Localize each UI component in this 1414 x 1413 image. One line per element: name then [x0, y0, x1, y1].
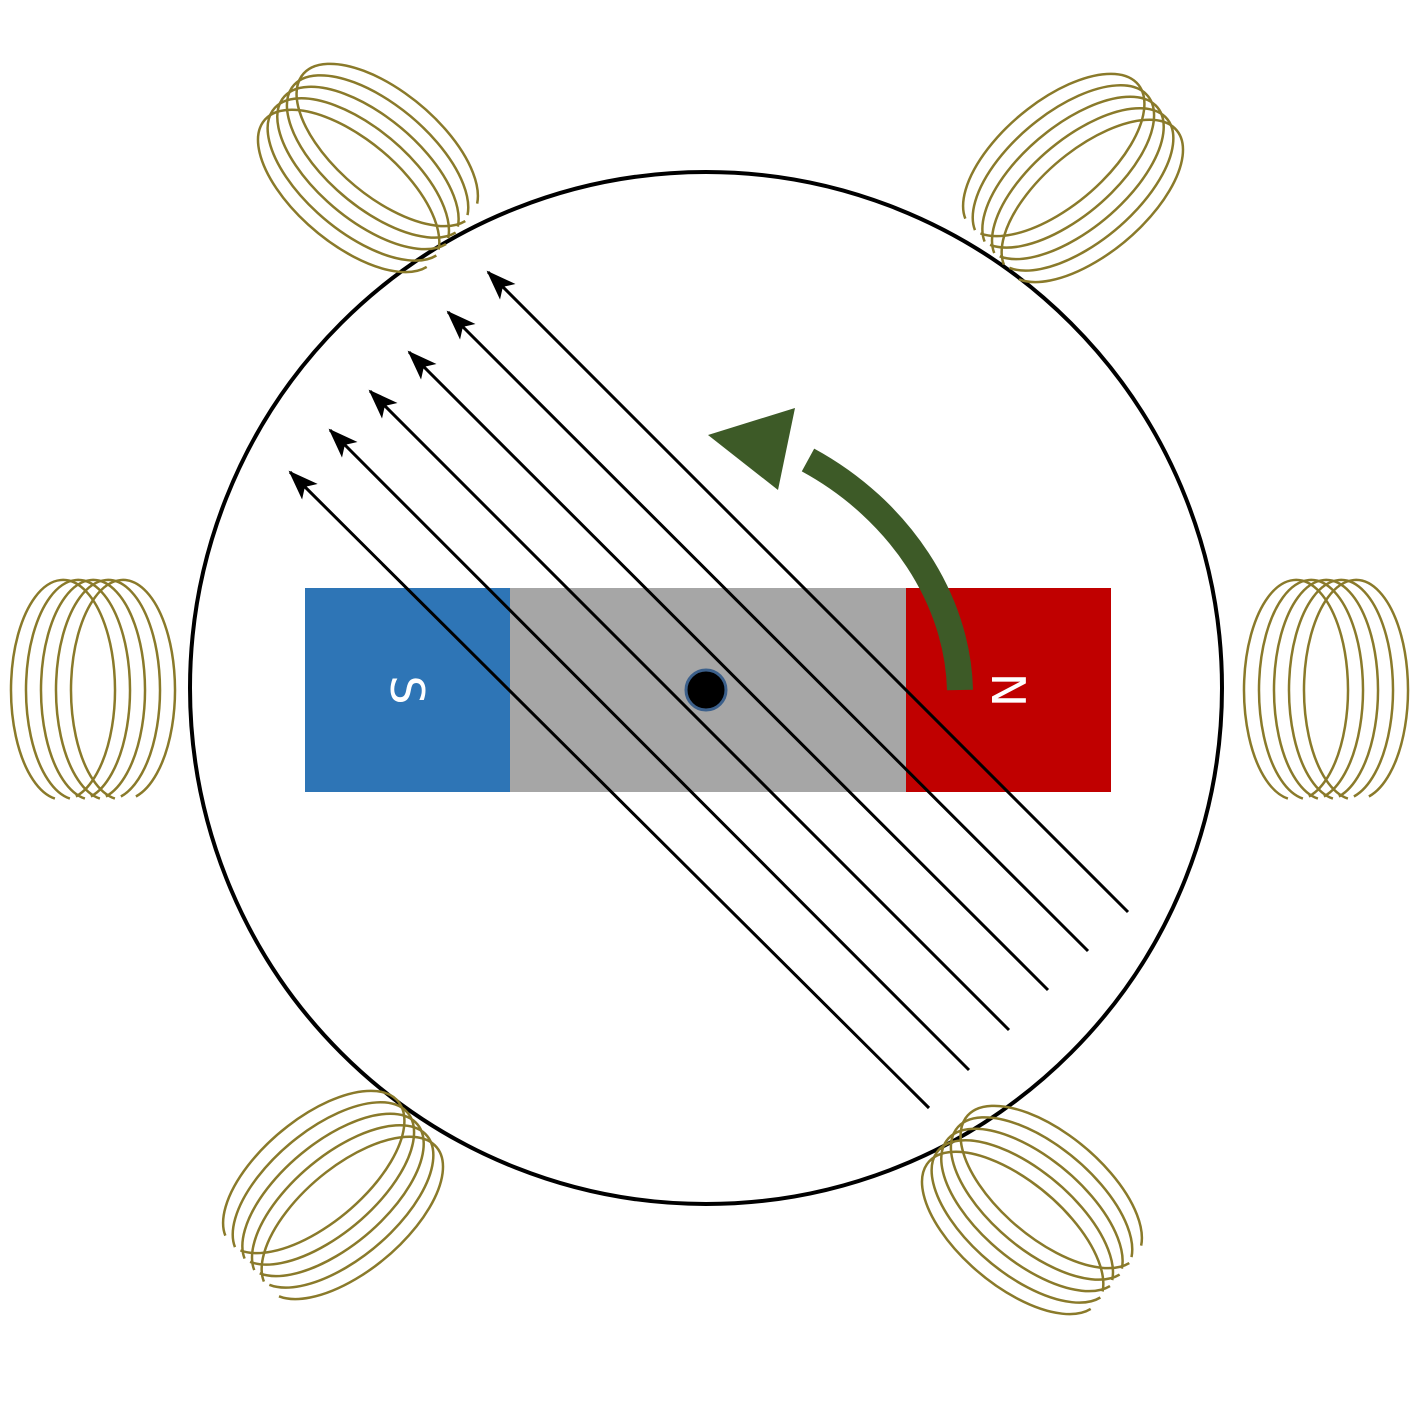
coil-winding	[9, 578, 117, 800]
coil-winding	[920, 1150, 1105, 1316]
stator-coil-bottom-left	[221, 1089, 445, 1301]
south-pole-label: S	[380, 675, 434, 704]
coil-winding	[221, 1089, 406, 1255]
field-line	[486, 270, 1130, 914]
stator-coil-right	[1242, 578, 1410, 800]
coil-winding	[24, 578, 132, 800]
coil-winding	[959, 1104, 1144, 1270]
coil-winding	[250, 1124, 435, 1289]
field-line	[288, 470, 931, 1110]
coil-winding	[940, 1127, 1124, 1293]
coil-winding	[69, 578, 177, 800]
coil-winding	[990, 107, 1175, 272]
coil-winding	[260, 1135, 445, 1301]
coil-winding	[981, 95, 1165, 261]
coil-winding	[266, 97, 451, 262]
stator-coil-top-right	[961, 72, 1185, 284]
coil-winding	[1242, 578, 1350, 800]
stator-coil-left	[9, 578, 177, 800]
coil-winding	[256, 108, 441, 274]
south-pole	[305, 588, 510, 792]
coil-winding	[295, 62, 480, 228]
field-line	[368, 389, 1011, 1032]
coil-winding	[1272, 578, 1380, 800]
coil-winding	[930, 1139, 1115, 1304]
magnetic-field-lines	[288, 270, 1130, 1110]
coil-winding	[39, 578, 147, 800]
coil-winding	[241, 1112, 425, 1278]
coil-winding	[1287, 578, 1395, 800]
coil-winding	[1257, 578, 1365, 800]
coil-winding	[971, 84, 1156, 249]
stator-coil-bottom-right	[920, 1104, 1144, 1316]
stator-coil-top-left	[256, 62, 480, 274]
coil-winding	[231, 1101, 416, 1266]
coil-winding	[1000, 118, 1185, 284]
north-pole-label: N	[981, 673, 1035, 707]
coil-winding	[1302, 578, 1410, 800]
field-line	[446, 310, 1090, 953]
field-line	[328, 428, 971, 1072]
coil-winding	[54, 578, 162, 800]
rotation-arrow	[708, 408, 973, 691]
coil-winding	[285, 74, 470, 239]
coil-winding	[949, 1116, 1134, 1281]
coil-winding	[276, 85, 460, 251]
field-line	[407, 350, 1050, 992]
pivot-point	[684, 668, 728, 712]
coil-winding	[961, 72, 1146, 238]
